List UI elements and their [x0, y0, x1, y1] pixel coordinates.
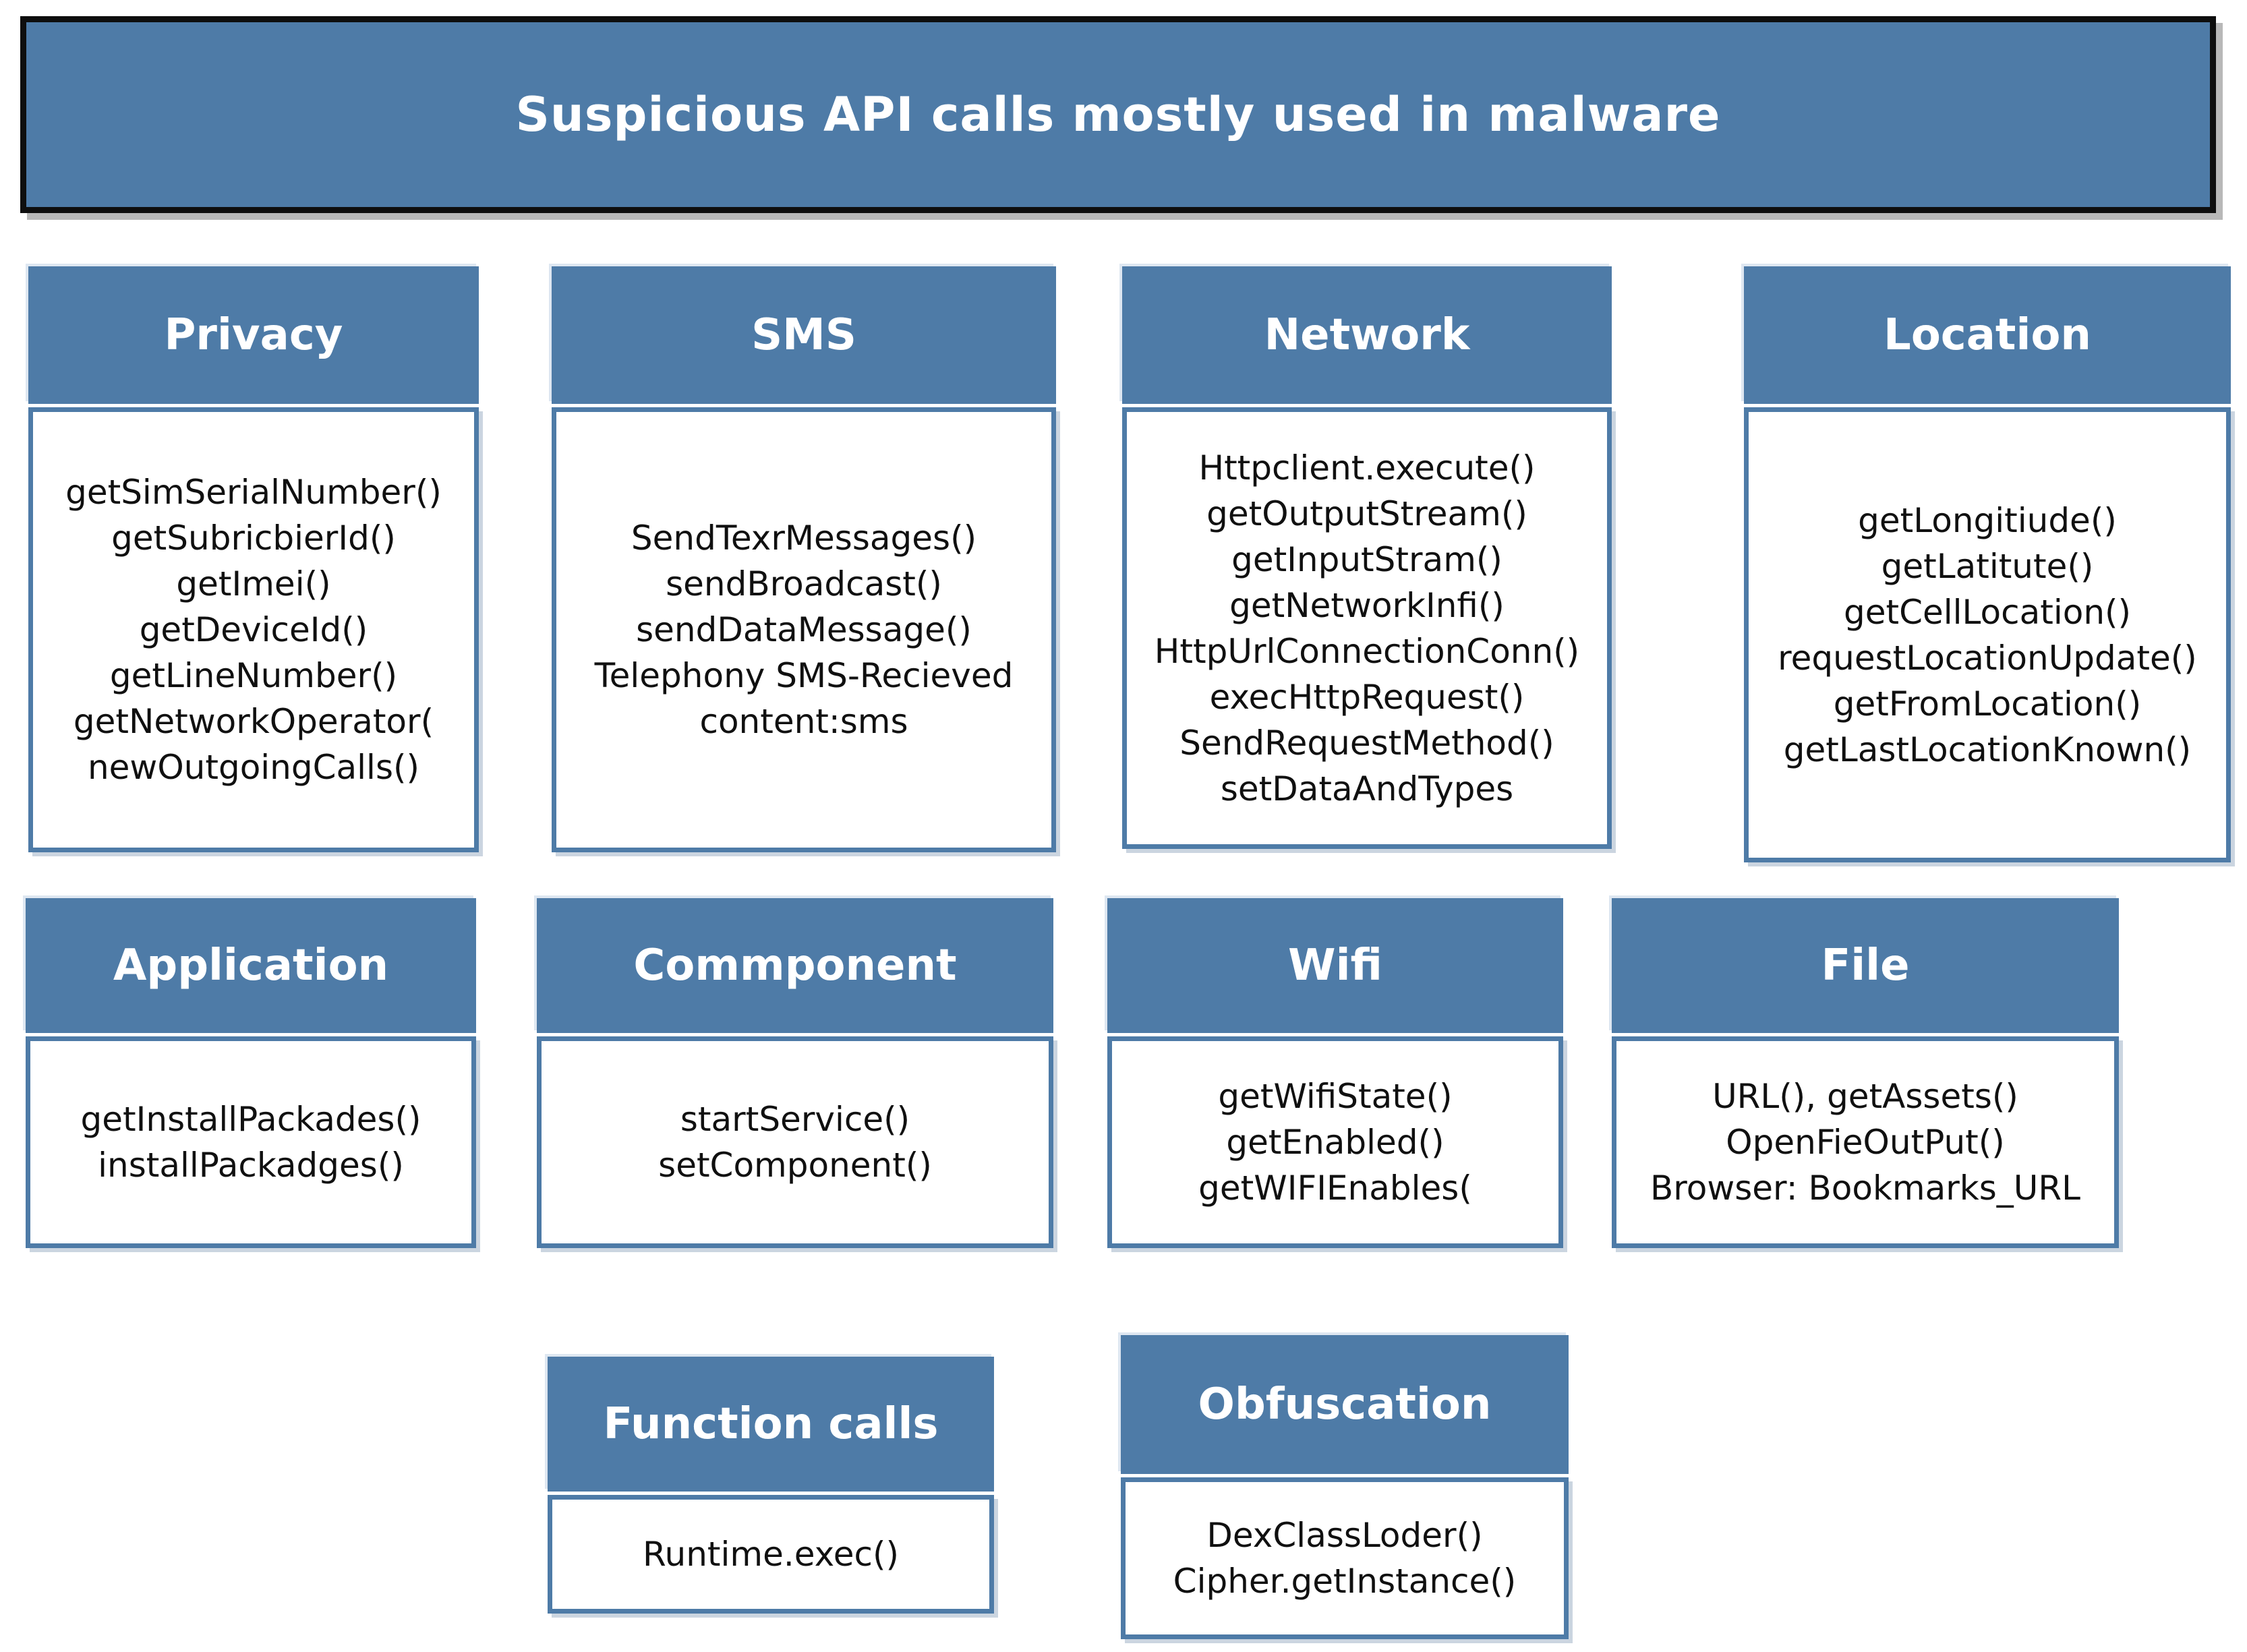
api-call: getDeviceId(): [139, 610, 368, 649]
category-box-file: File URL(), getAssets() OpenFieOutPut() …: [1612, 898, 2119, 1248]
api-call: getLongitiude(): [1858, 500, 2117, 540]
api-call: requestLocationUpdate(): [1778, 638, 2197, 678]
category-box-privacy: Privacy getSimSerialNumber() getSubricbi…: [28, 266, 479, 852]
category-header-function-calls: Function calls: [548, 1357, 994, 1492]
api-call: Browser: Bookmarks_URL: [1650, 1169, 2080, 1208]
api-list-location: getLongitiude() getLatitute() getCellLoc…: [1744, 407, 2231, 862]
api-call: content:sms: [699, 702, 908, 741]
api-call: getWifiState(): [1218, 1077, 1453, 1116]
api-call: sendDataMessage(): [636, 610, 972, 649]
api-list-file: URL(), getAssets() OpenFieOutPut() Brows…: [1612, 1036, 2119, 1248]
api-call: newOutgoingCalls(): [87, 748, 420, 787]
api-list-commponent: startService() setComponent(): [537, 1036, 1053, 1248]
diagram-title-bar: Suspicious API calls mostly used in malw…: [20, 16, 2216, 213]
api-list-wifi: getWifiState() getEnabled() getWIFIEnabl…: [1107, 1036, 1563, 1248]
api-call: DexClassLoder(): [1206, 1516, 1483, 1555]
category-header-file: File: [1612, 898, 2119, 1033]
category-title-wifi: Wifi: [1288, 941, 1382, 991]
api-call: startService(): [680, 1100, 910, 1139]
api-call: getOutputStream(): [1206, 494, 1527, 533]
category-header-obfuscation: Obfuscation: [1121, 1335, 1569, 1474]
category-title-obfuscation: Obfuscation: [1198, 1380, 1492, 1429]
api-call: sendBroadcast(): [666, 564, 942, 603]
category-title-network: Network: [1264, 310, 1470, 360]
api-call: getInputStram(): [1231, 539, 1502, 579]
api-call: Telephony SMS-Recieved: [594, 656, 1014, 695]
category-box-location: Location getLongitiude() getLatitute() g…: [1744, 266, 2231, 862]
api-call: getWIFIEnables(: [1198, 1169, 1472, 1208]
category-title-location: Location: [1884, 310, 2091, 360]
api-list-application: getInstallPackades() installPackadges(): [26, 1036, 476, 1248]
api-call: getNetworkInfi(): [1229, 585, 1505, 625]
api-call: execHttpRequest(): [1209, 677, 1525, 717]
api-call: installPackadges(): [98, 1146, 404, 1185]
category-header-location: Location: [1744, 266, 2231, 404]
api-call: getImei(): [176, 564, 331, 603]
category-header-wifi: Wifi: [1107, 898, 1563, 1033]
api-call: getFromLocation(): [1833, 684, 2142, 724]
category-box-sms: SMS SendTexrMessages() sendBroadcast() s…: [552, 266, 1056, 852]
category-title-commponent: Commponent: [633, 941, 957, 991]
category-title-file: File: [1821, 941, 1910, 991]
api-call: OpenFieOutPut(): [1726, 1123, 2005, 1162]
api-call: getLatitute(): [1881, 546, 2094, 586]
category-header-network: Network: [1122, 266, 1612, 404]
api-list-sms: SendTexrMessages() sendBroadcast() sendD…: [552, 407, 1056, 852]
category-box-wifi: Wifi getWifiState() getEnabled() getWIFI…: [1107, 898, 1563, 1248]
api-call: setDataAndTypes: [1220, 769, 1514, 808]
api-call: SendTexrMessages(): [631, 519, 977, 558]
api-call: getLastLocationKnown(): [1783, 730, 2192, 769]
category-box-application: Application getInstallPackades() install…: [26, 898, 476, 1248]
api-call: getCellLocation(): [1843, 592, 2132, 632]
api-call: HttpUrlConnectionConn(): [1154, 631, 1580, 671]
api-call: getLineNumber(): [109, 656, 398, 695]
api-call: getSubricbierId(): [111, 519, 396, 558]
api-call: Runtime.exec(): [643, 1535, 899, 1574]
api-call: getNetworkOperator(: [73, 702, 434, 741]
api-call: setComponent(): [658, 1146, 932, 1185]
diagram-title: Suspicious API calls mostly used in malw…: [515, 87, 1721, 142]
category-header-sms: SMS: [552, 266, 1056, 404]
api-call: getSimSerialNumber(): [65, 473, 442, 512]
api-list-function-calls: Runtime.exec(): [548, 1495, 994, 1614]
category-title-function-calls: Function calls: [603, 1399, 939, 1449]
category-title-application: Application: [113, 941, 389, 991]
category-title-privacy: Privacy: [164, 310, 343, 360]
category-box-network: Network Httpclient.execute() getOutputSt…: [1122, 266, 1612, 849]
category-header-commponent: Commponent: [537, 898, 1053, 1033]
category-box-commponent: Commponent startService() setComponent(): [537, 898, 1053, 1248]
category-title-sms: SMS: [751, 310, 856, 360]
category-header-privacy: Privacy: [28, 266, 479, 404]
category-box-obfuscation: Obfuscation DexClassLoder() Cipher.getIn…: [1121, 1335, 1569, 1639]
api-list-obfuscation: DexClassLoder() Cipher.getInstance(): [1121, 1477, 1569, 1639]
api-call: URL(), getAssets(): [1712, 1077, 2018, 1116]
api-list-network: Httpclient.execute() getOutputStream() g…: [1122, 407, 1612, 849]
api-call: Cipher.getInstance(): [1173, 1562, 1517, 1601]
api-call: SendRequestMethod(): [1179, 723, 1554, 763]
api-call: getInstallPackades(): [80, 1100, 421, 1139]
api-call: getEnabled(): [1226, 1123, 1444, 1162]
api-list-privacy: getSimSerialNumber() getSubricbierId() g…: [28, 407, 479, 852]
category-box-function-calls: Function calls Runtime.exec(): [548, 1357, 994, 1614]
api-call: Httpclient.execute(): [1198, 448, 1536, 488]
category-header-application: Application: [26, 898, 476, 1033]
